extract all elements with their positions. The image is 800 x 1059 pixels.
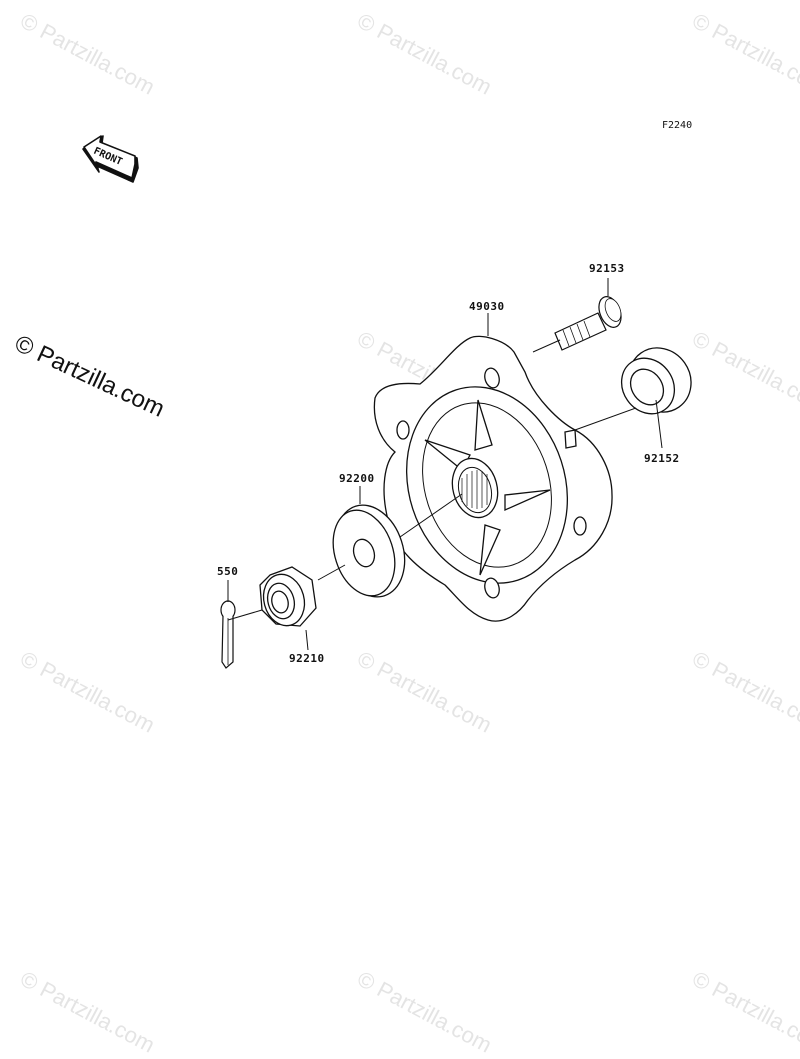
- washer: [332, 504, 406, 598]
- part-label-92152[interactable]: 92152: [644, 452, 680, 465]
- part-label-92200[interactable]: 92200: [339, 472, 375, 485]
- castle-nut: [259, 566, 317, 627]
- part-label-92153[interactable]: 92153: [589, 262, 625, 275]
- figure-code: F2240: [662, 120, 693, 131]
- oil-seal: [620, 347, 692, 415]
- leader-lines: [227, 278, 663, 651]
- part-label-49030[interactable]: 49030: [469, 300, 505, 313]
- hub-flange: [373, 335, 613, 622]
- cotter-pin: [220, 600, 236, 669]
- part-label-550[interactable]: 550: [217, 565, 239, 578]
- front-arrow-icon: FRONT: [82, 135, 139, 183]
- stud-bolt: [554, 296, 622, 351]
- part-label-92210[interactable]: 92210: [289, 652, 325, 665]
